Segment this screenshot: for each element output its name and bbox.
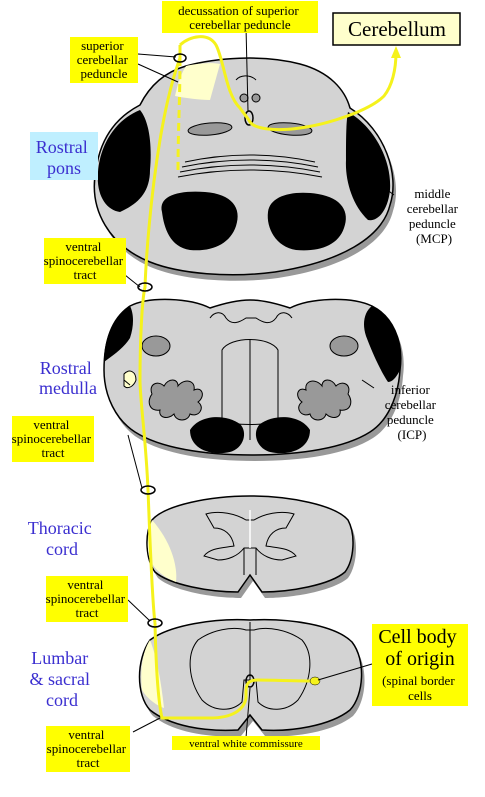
vsct4-line-1: ventral (68, 727, 104, 742)
vsct1-line-1: ventral (65, 239, 101, 254)
pyramid-left (190, 417, 245, 454)
ventral-white-commissure-label: ventral white commissure (189, 738, 303, 750)
rostral-medulla-section (103, 298, 404, 461)
icp-right-black (364, 306, 401, 382)
thoracic-gray-matter (203, 511, 297, 561)
cellbody-note-1: (spinal border (382, 673, 455, 688)
vsct-label-2: ventral spinocerebellar tract (12, 417, 95, 460)
medulla-line-2: medulla (39, 378, 97, 398)
icp-line-1: inferior (391, 382, 431, 397)
rostral-medulla-level-label: Rostral medulla (39, 358, 97, 398)
mcp-line-1: middle (414, 186, 450, 201)
decussation-line-1: decussation of superior (178, 3, 299, 18)
mcp-line-4: (MCP) (416, 231, 452, 246)
vsct-label-4: ventral spinocerebellar tract (47, 727, 130, 770)
mcp-line-2: cerebellar (407, 201, 459, 216)
cerebellum-label: Cerebellum (348, 17, 446, 41)
thoracic-line-2: cord (46, 539, 78, 559)
lumbar-line-1: Lumbar (31, 648, 88, 668)
thoracic-line-1: Thoracic (28, 518, 92, 538)
rostral-pons-section (93, 57, 397, 281)
vsct4-line-3: tract (76, 755, 99, 770)
vsct-label-1: ventral spinocerebellar tract (44, 239, 127, 282)
vsct2-line-2: spinocerebellar (12, 431, 92, 446)
vsct-tract-path (138, 35, 401, 720)
icp-line-3: peduncle (387, 412, 434, 427)
icp-line-4: (ICP) (398, 427, 427, 442)
medulla-outline (103, 298, 402, 456)
superior-peduncle-label: superior cerebellar peduncle (77, 38, 131, 81)
pons-line-2: pons (47, 158, 81, 178)
sup-line-2: cerebellar (77, 52, 129, 67)
lumbar-sacral-level-label: Lumbar & sacral cord (30, 648, 95, 710)
basis-right-black (267, 192, 346, 251)
vsct3-line-1: ventral (67, 577, 103, 592)
inferior-olive-left (148, 379, 203, 421)
tract-marker-medulla (140, 485, 156, 495)
inferior-olive-right (297, 379, 352, 421)
sup-line-3: peduncle (81, 66, 128, 81)
mcp-label: middle cerebellar peduncle (MCP) (407, 186, 461, 246)
thoracic-cord-section (146, 495, 357, 598)
icp-line-2: cerebellar (385, 397, 437, 412)
vsct2-line-1: ventral (33, 417, 69, 432)
sup-line-1: superior (81, 38, 124, 53)
cellbody-line-2: of origin (385, 648, 454, 670)
medulla-line-1: Rostral (40, 358, 92, 378)
vsct-label-3: ventral spinocerebellar tract (46, 577, 129, 620)
pons-line-1: Rostral (36, 137, 88, 157)
icp-label: inferior cerebellar peduncle (ICP) (385, 382, 439, 442)
tract-marker-thoracic (147, 618, 163, 628)
vsct3-line-3: tract (75, 605, 98, 620)
cell-body-label: Cell body of origin (378, 626, 461, 670)
superior-peduncle-region (175, 63, 220, 100)
thoracic-cord-level-label: Thoracic cord (28, 518, 96, 559)
cellbody-note-2: cells (408, 688, 432, 703)
vsct4-line-2: spinocerebellar (47, 741, 127, 756)
mcp-left-black (97, 110, 151, 212)
vsct1-line-3: tract (73, 267, 96, 282)
tract-marker-superior (173, 53, 187, 63)
vsct3-line-2: spinocerebellar (46, 591, 126, 606)
icp-left-black (104, 306, 133, 362)
decussation-label: decussation of superior cerebellar pedun… (178, 3, 302, 32)
mcp-line-3: peduncle (409, 216, 456, 231)
pyramid-right (255, 417, 310, 454)
vsct1-line-2: spinocerebellar (44, 253, 124, 268)
mcp-right-black (345, 112, 391, 221)
lumbar-line-2: & sacral (30, 669, 90, 689)
decussation-marker (244, 110, 254, 126)
basis-left-black (161, 191, 238, 251)
tract-marker-pons (137, 282, 153, 292)
decussation-line-2: cerebellar peduncle (189, 17, 291, 32)
cellbody-line-1: Cell body (378, 626, 456, 648)
rostral-pons-level-label: Rostral pons (36, 137, 93, 178)
cell-body-note: (spinal border cells (382, 673, 458, 703)
vsct2-line-3: tract (41, 445, 64, 460)
lumbar-line-3: cord (46, 690, 78, 710)
